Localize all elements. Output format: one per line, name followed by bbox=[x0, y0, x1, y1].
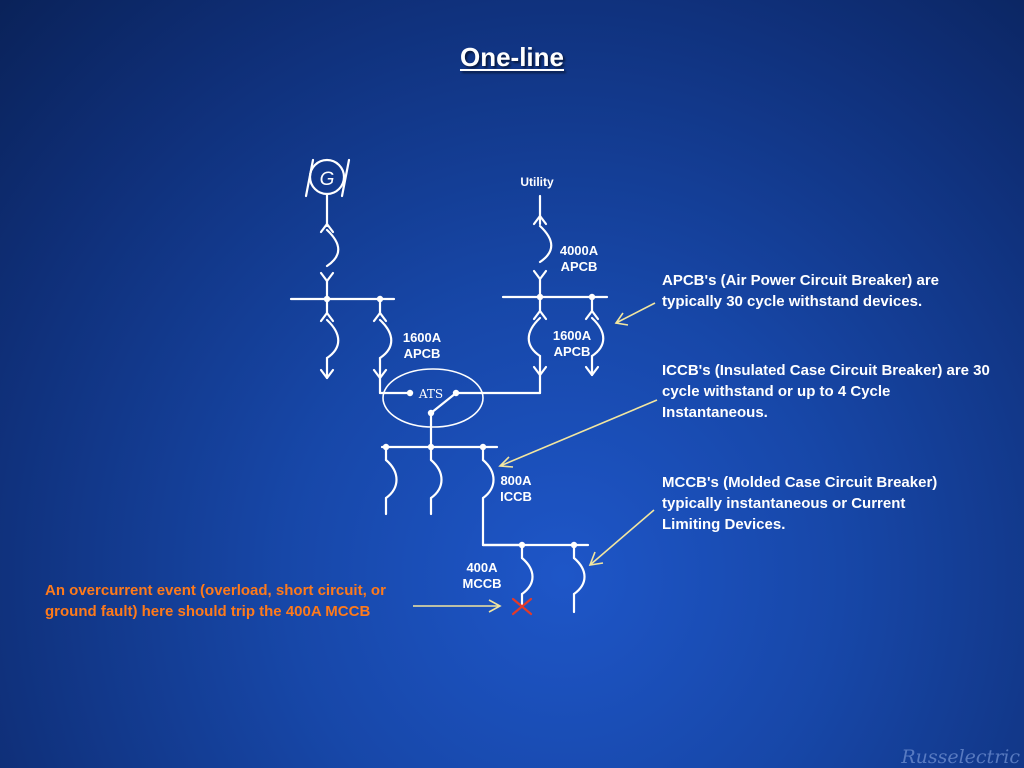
mccb-note: MCCB's (Molded Case Circuit Breaker) typ… bbox=[662, 474, 938, 533]
junction-dots bbox=[323, 293, 596, 549]
generator-feeder-type: APCB bbox=[403, 346, 441, 361]
generator-feeder-label: 1600A APCB bbox=[396, 330, 448, 362]
utility-main-amps: 4000A bbox=[559, 243, 599, 258]
mccb-label: 400A MCCB bbox=[456, 560, 508, 592]
iccb-label: 800A ICCB bbox=[492, 473, 540, 505]
brand-watermark: Russelectric bbox=[901, 746, 1020, 768]
load-feeder-2 bbox=[429, 445, 443, 516]
generator-spare-breaker bbox=[319, 297, 340, 380]
fault-marker bbox=[511, 597, 533, 616]
load-feeder-1 bbox=[384, 445, 398, 516]
utility-feeder-type: APCB bbox=[553, 344, 591, 359]
iccb-note: ICCB's (Insulated Case Circuit Breaker) … bbox=[662, 362, 990, 421]
iccb-type: ICCB bbox=[500, 489, 532, 504]
mccb-amps: 400A bbox=[466, 560, 498, 575]
utility-feeder-label: 1600A APCB bbox=[546, 328, 598, 360]
utility-label: Utility bbox=[520, 175, 554, 189]
generator-symbol-label: G bbox=[320, 169, 335, 190]
utility-main-breaker bbox=[532, 214, 553, 299]
overcurrent-note: An overcurrent event (overload, short ci… bbox=[45, 582, 386, 620]
utility-main-type: APCB bbox=[560, 259, 598, 274]
utility-spare-breaker bbox=[584, 295, 605, 377]
utility-feeder-amps: 1600A bbox=[552, 328, 592, 343]
mccb-breaker bbox=[520, 543, 534, 609]
iccb-amps: 800A bbox=[500, 473, 532, 488]
utility-main-breaker-label: 4000A APCB bbox=[553, 243, 605, 275]
ats-switch bbox=[382, 368, 484, 449]
mccb-spare-breaker bbox=[572, 543, 586, 614]
apcb-note: APCB's (Air Power Circuit Breaker) are t… bbox=[662, 272, 939, 310]
mccb-type: MCCB bbox=[462, 576, 502, 591]
callout-arrows bbox=[413, 302, 658, 613]
generator-feeder-amps: 1600A bbox=[402, 330, 442, 345]
ats-label: ATS bbox=[418, 387, 443, 401]
slide-title: One-line bbox=[459, 42, 564, 72]
generator-main-breaker bbox=[319, 222, 340, 301]
